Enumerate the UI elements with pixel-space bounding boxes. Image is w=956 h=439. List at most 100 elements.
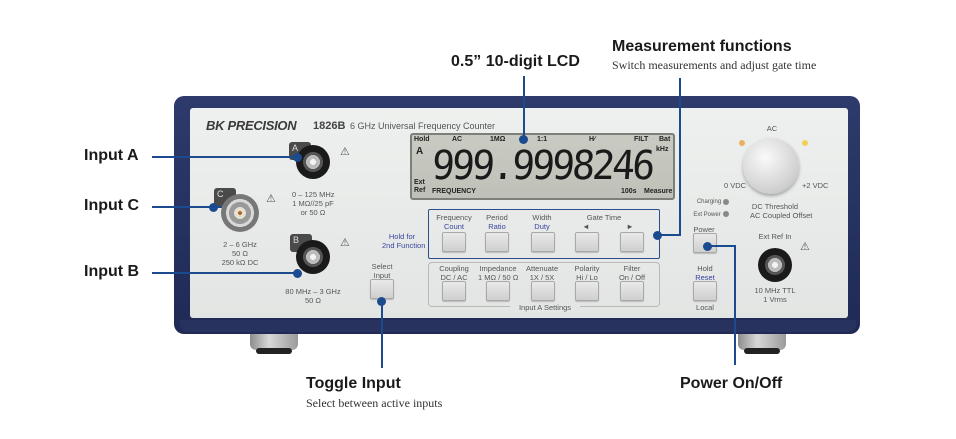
lcd-slope: H∕ (589, 136, 596, 143)
period-ratio-button[interactable] (485, 232, 509, 252)
amber-indicator-right (802, 140, 808, 146)
gate-time-label: Gate Time (586, 213, 622, 222)
ext-ref-label: Ext Ref In (758, 232, 792, 241)
coupling-button[interactable] (442, 281, 466, 301)
select-input-button[interactable] (370, 279, 394, 299)
lcd-ac: AC (452, 136, 463, 143)
charging-led (723, 199, 729, 205)
gate-time-increase-button[interactable] (620, 232, 644, 252)
lcd-ext: Ext (414, 179, 425, 186)
lcd-callout-line (523, 76, 525, 139)
input-a-callout: Input A (84, 147, 139, 164)
brand-logo: BK PRECISION (206, 118, 297, 133)
lcd-status: Measure (644, 188, 673, 195)
gate-time-left-arrow-icon: ◄ (582, 222, 590, 231)
knob-2vdc-label: +2 VDC (802, 181, 829, 190)
input-c-callout-dot (209, 203, 218, 212)
lcd-ratio: 1:1 (537, 136, 548, 143)
toggle-input-callout: Toggle Input (306, 375, 401, 392)
warning-icon: ⚠ (340, 146, 350, 158)
power-callout: Power On/Off (680, 375, 783, 392)
input-c-sma-connector[interactable] (221, 194, 259, 232)
model-number: 1826B (313, 120, 346, 132)
input-c-callout-line (152, 206, 222, 208)
power-label: Power (693, 225, 715, 234)
input-b-bnc-connector[interactable] (296, 240, 330, 274)
warning-icon: ⚠ (266, 193, 276, 205)
power-callout-line-v (734, 245, 736, 365)
measurement-callout-line-h (657, 234, 681, 236)
chassis-bottom (180, 320, 856, 332)
left-foot (250, 330, 298, 354)
power-callout-dot (703, 242, 712, 251)
input-c-callout: Input C (84, 197, 140, 214)
measurement-functions-callout: Measurement functions (612, 38, 792, 55)
lcd-mode: FREQUENCY (432, 188, 476, 195)
input-a-callout-dot (293, 153, 302, 162)
ext-power-led (723, 211, 729, 217)
lcd-value: 999.9998246 (430, 143, 654, 189)
toggle-input-callout-dot (377, 297, 386, 306)
ext-ref-bnc-connector[interactable] (758, 248, 792, 282)
lcd-hold: Hold (414, 136, 430, 143)
impedance-button[interactable] (486, 281, 510, 301)
lcd-filter: FILT (634, 136, 649, 143)
lcd-display: Hold A AC 1MΩ 1:1 H∕ FILT Bat kHz 999.99… (410, 133, 675, 200)
width-duty-button[interactable] (531, 232, 555, 252)
lcd-callout: 0.5” 10-digit LCD (451, 53, 580, 70)
measurement-callout-dot (653, 231, 662, 240)
input-a-settings-label: Input A Settings (510, 303, 580, 312)
dc-threshold-knob[interactable] (743, 138, 799, 194)
charging-label: Charging (696, 199, 722, 205)
lcd-callout-dot (519, 135, 528, 144)
warning-icon: ⚠ (340, 237, 350, 249)
lcd-channel: A (416, 146, 424, 157)
toggle-input-callout-line (381, 300, 383, 368)
lcd-gate: 100s (621, 188, 637, 195)
gate-time-decrease-button[interactable] (575, 232, 599, 252)
local-label: Local (696, 303, 714, 312)
lcd-impedance: 1MΩ (490, 136, 506, 143)
input-b-callout-line (152, 272, 298, 274)
power-callout-line-h (706, 245, 736, 247)
toggle-input-subtitle: Select between active inputs (306, 396, 443, 410)
lcd-unit: kHz (656, 146, 669, 153)
input-a-callout-line (152, 156, 298, 158)
amber-indicator-left (739, 140, 745, 146)
ext-power-label: Ext Power (693, 212, 721, 218)
lcd-ref: Ref (414, 187, 426, 194)
model-description: 6 GHz Universal Frequency Counter (350, 121, 496, 131)
polarity-button[interactable] (575, 281, 599, 301)
warning-icon: ⚠ (800, 241, 810, 253)
input-b-callout-dot (293, 269, 302, 278)
frequency-count-button[interactable] (442, 232, 466, 252)
hold-reset-button[interactable] (693, 281, 717, 301)
gate-time-right-arrow-icon: ► (626, 222, 634, 231)
knob-ac-label: AC (766, 124, 778, 133)
input-a-bnc-connector[interactable] (296, 145, 330, 179)
measurement-functions-subtitle: Switch measurements and adjust gate time (612, 58, 817, 72)
lcd-battery: Bat (659, 136, 671, 143)
attenuate-button[interactable] (531, 281, 555, 301)
right-foot (738, 330, 786, 354)
filter-button[interactable] (620, 281, 644, 301)
input-b-callout: Input B (84, 263, 140, 280)
knob-0vdc-label: 0 VDC (724, 181, 747, 190)
measurement-callout-line-v (679, 78, 681, 235)
